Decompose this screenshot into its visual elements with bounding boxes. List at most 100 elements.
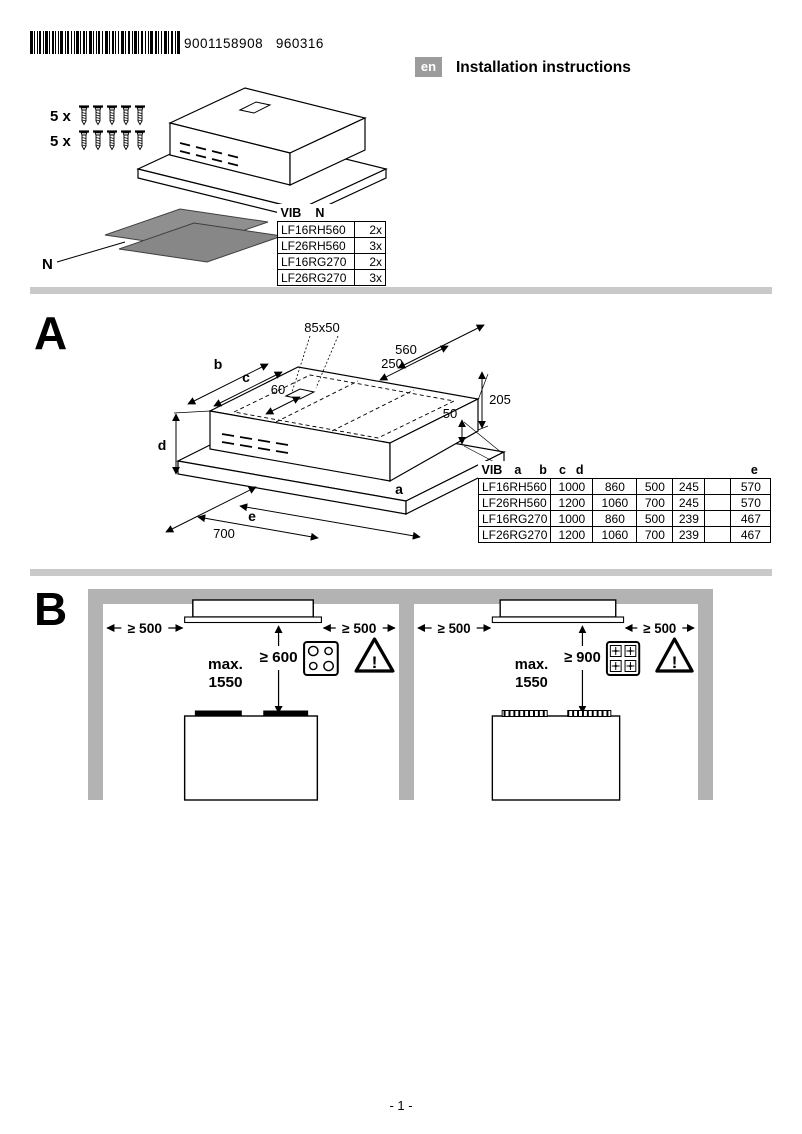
cell: 570 <box>730 478 772 495</box>
section-b-label: B <box>34 583 68 635</box>
screws-count-label: 5 x <box>50 107 71 125</box>
dim-60-label: 60 <box>271 382 285 397</box>
section-separator <box>30 287 772 294</box>
cell: LF26RG270 <box>277 269 355 286</box>
hood-mounting-plate <box>184 616 322 624</box>
cell <box>704 510 732 527</box>
electric-cooktop-icon <box>303 641 339 676</box>
cell: LF16RH560 <box>477 478 552 495</box>
clearance-right-label: ≥ 500 <box>643 621 676 636</box>
hob-strip-right <box>263 710 309 717</box>
cell: LF26RH560 <box>477 494 552 511</box>
max-height-label: max. <box>208 656 243 673</box>
hob-strip-left <box>501 710 548 717</box>
cell: 1000 <box>550 478 594 495</box>
table-row: LF26RH560 1200 1060 700 245 570 <box>477 494 772 511</box>
dim-560-label: 560 <box>395 342 417 357</box>
language-badge: en <box>415 57 442 77</box>
table-row: LF16RH560 1000 860 500 245 570 <box>477 478 772 495</box>
section-a-label: A <box>34 307 68 359</box>
clearance-left-label: ≥ 500 <box>438 621 471 636</box>
warning-icon: ! <box>354 637 395 673</box>
cell: LF16RG270 <box>477 510 552 527</box>
dimension-table: VIB a b c d e LF16RH560 1000 860 500 245 <box>477 461 772 543</box>
clearance-right-dimension: ≥ 500 <box>322 619 396 636</box>
counter-unit <box>491 715 621 801</box>
clearance-right-dimension: ≥ 500 <box>624 619 695 636</box>
wall-middle <box>399 589 414 800</box>
min-distance-label: ≥ 600 <box>259 649 297 666</box>
dim-700-line <box>165 486 257 533</box>
filter-n-label: N <box>42 256 53 273</box>
table-row: VIB N <box>278 204 386 222</box>
column-header: VIB N <box>278 204 386 222</box>
warning-mark: ! <box>372 652 378 672</box>
warning-icon: ! <box>655 637 694 673</box>
dim-a-label: a <box>395 481 403 497</box>
cell: 1060 <box>592 526 638 543</box>
dim-b-label: b <box>214 356 223 372</box>
barcode-number: 9001158908 960316 <box>184 36 324 51</box>
table-row: LF16RG270 1000 860 500 239 467 <box>477 510 772 527</box>
clearance-right-label: ≥ 500 <box>342 621 377 636</box>
cell: 245 <box>672 494 706 511</box>
cell: 3x <box>354 269 386 286</box>
cell: 467 <box>730 526 772 543</box>
barcode <box>30 31 180 54</box>
screw-icons <box>77 105 146 126</box>
cutout-leader-lines <box>291 335 339 393</box>
cell: 860 <box>592 478 638 495</box>
section-separator <box>30 569 772 576</box>
cell: 239 <box>672 526 706 543</box>
cell: 570 <box>730 494 772 511</box>
clearance-left-dimension: ≥ 500 <box>106 619 184 636</box>
min-distance-label: ≥ 900 <box>564 650 601 666</box>
clearance-diagram-gas: ≥ 500 ≥ 500 max. 1550 ≥ 900 <box>417 599 695 801</box>
header-c: c <box>558 462 566 477</box>
max-height-value: 1550 <box>515 675 548 691</box>
cell: 1200 <box>550 526 594 543</box>
screws-row-1: 5 x <box>50 105 146 127</box>
max-height-label: max. <box>515 657 548 673</box>
dim-50-label: 50 <box>443 406 457 421</box>
hood-body <box>499 599 617 618</box>
vent-slots <box>221 433 289 454</box>
cell: 860 <box>592 510 638 527</box>
cell: LF16RH560 <box>277 221 355 238</box>
dim-60-line <box>265 396 301 415</box>
cell: 3x <box>354 237 386 254</box>
cell: LF26RG270 <box>477 526 552 543</box>
dim-d-label: d <box>158 437 167 453</box>
hob-strip-right <box>567 710 612 717</box>
header-a: a <box>514 462 522 477</box>
screws-row-2: 5 x <box>50 130 146 152</box>
table-row: LF26RG270 3x <box>277 269 386 286</box>
cell: 500 <box>636 510 674 527</box>
cell: 2x <box>354 253 386 270</box>
grease-filters <box>104 208 283 263</box>
dim-205-label: 205 <box>489 392 511 407</box>
dim-c-label: c <box>242 369 250 385</box>
cell: 700 <box>636 526 674 543</box>
header-n: N <box>315 205 325 220</box>
column-header: VIB a b c d e <box>479 461 771 479</box>
min-distance-dimension: ≥ 900 <box>564 625 601 714</box>
duct-outlet <box>238 101 272 114</box>
clearance-left-label: ≥ 500 <box>128 621 163 636</box>
header-vib: VIB <box>280 205 302 220</box>
dim-cutout-label: 85x50 <box>304 320 339 335</box>
gas-cooktop-icon <box>605 641 641 676</box>
n-leader-line <box>56 241 126 263</box>
hob-strip-left <box>194 710 242 717</box>
wall-right <box>698 589 713 800</box>
dim-c-line <box>213 371 283 407</box>
header-d: d <box>575 462 584 477</box>
table-row: VIB a b c d e <box>479 461 771 479</box>
table-row: LF26RH560 3x <box>277 237 386 254</box>
header-e: e <box>750 462 758 477</box>
cell: 500 <box>636 478 674 495</box>
cell: 700 <box>636 494 674 511</box>
cell <box>704 494 732 511</box>
cell: 1200 <box>550 494 594 511</box>
